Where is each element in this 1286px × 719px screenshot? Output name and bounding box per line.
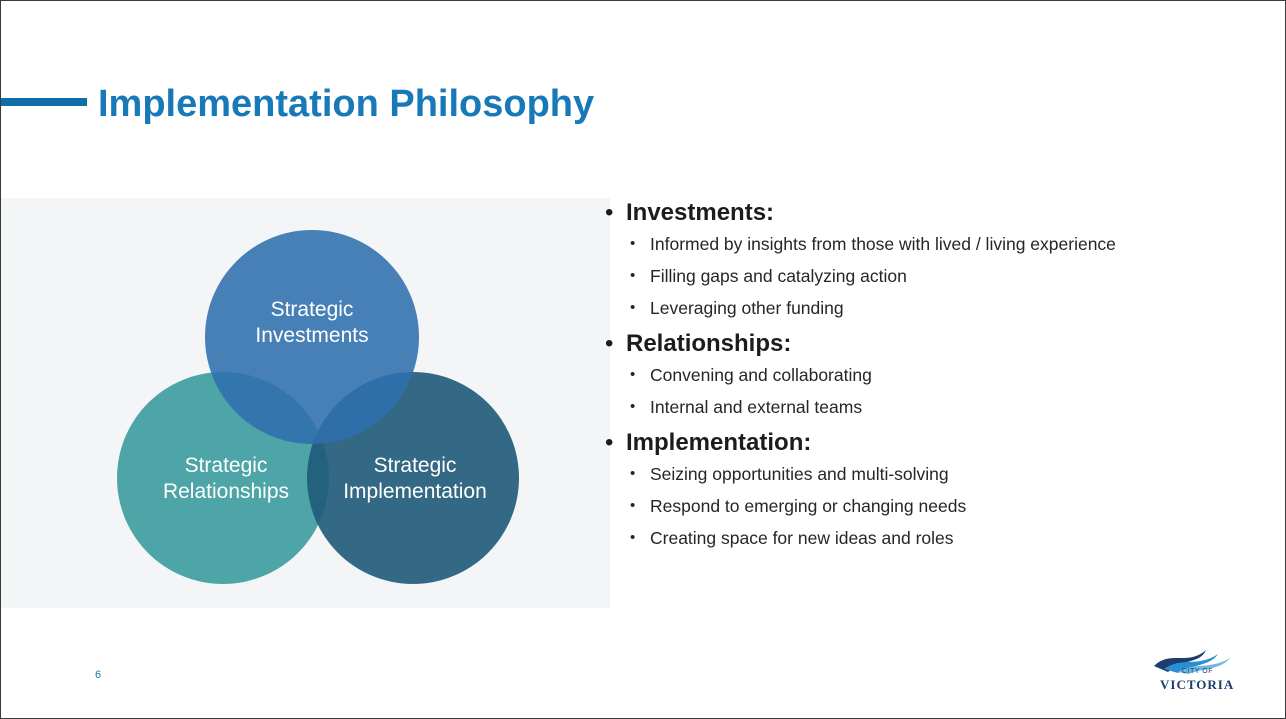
venn-diagram: Strategic Investments Strategic Relation…: [1, 198, 610, 608]
list-item: Internal and external teams: [599, 395, 1219, 419]
venn-label-implementation-line1: Strategic: [373, 454, 457, 477]
page-number: 6: [95, 669, 102, 681]
venn-label-implementation-line2: Implementation: [343, 480, 487, 503]
slide-title: Implementation Philosophy: [98, 83, 595, 125]
section-heading-relationships: Relationships:: [599, 328, 1219, 360]
list-item: Leveraging other funding: [599, 296, 1219, 320]
venn-label-implementation: Strategic Implementation: [330, 453, 500, 505]
logo-small-text: CITY OF: [1182, 668, 1213, 675]
list-item: Respond to emerging or changing needs: [599, 494, 1219, 518]
city-of-victoria-logo: CITY OF VICTORIA: [1148, 644, 1253, 692]
venn-circle-investments: [205, 230, 419, 444]
venn-label-relationships-line2: Relationships: [162, 480, 290, 503]
venn-svg: [117, 230, 519, 584]
implementation-list: Seizing opportunities and multi-solving …: [599, 462, 1219, 550]
logo-text: VICTORIA: [1160, 677, 1235, 692]
section-heading-investments: Investments:: [599, 197, 1219, 229]
relationships-list: Convening and collaborating Internal and…: [599, 363, 1219, 419]
venn-label-relationships-line1: Strategic: [184, 454, 268, 477]
list-item: Informed by insights from those with liv…: [599, 232, 1150, 256]
venn-label-relationships: Strategic Relationships: [151, 453, 301, 505]
venn-label-investments-line2: Investments: [255, 324, 369, 347]
venn-label-investments-line1: Strategic: [270, 298, 354, 321]
list-item: Creating space for new ideas and roles: [599, 526, 1219, 550]
investments-list: Informed by insights from those with liv…: [599, 232, 1219, 320]
logo-wave-icon: [1154, 650, 1230, 674]
list-item: Seizing opportunities and multi-solving: [599, 462, 1219, 486]
list-item: Convening and collaborating: [599, 363, 1219, 387]
venn-label-investments: Strategic Investments: [237, 297, 387, 349]
bullet-content: Investments: Informed by insights from t…: [599, 197, 1219, 558]
title-accent-bar: [1, 98, 87, 106]
section-heading-implementation: Implementation:: [599, 427, 1219, 459]
list-item: Filling gaps and catalyzing action: [599, 264, 1219, 288]
